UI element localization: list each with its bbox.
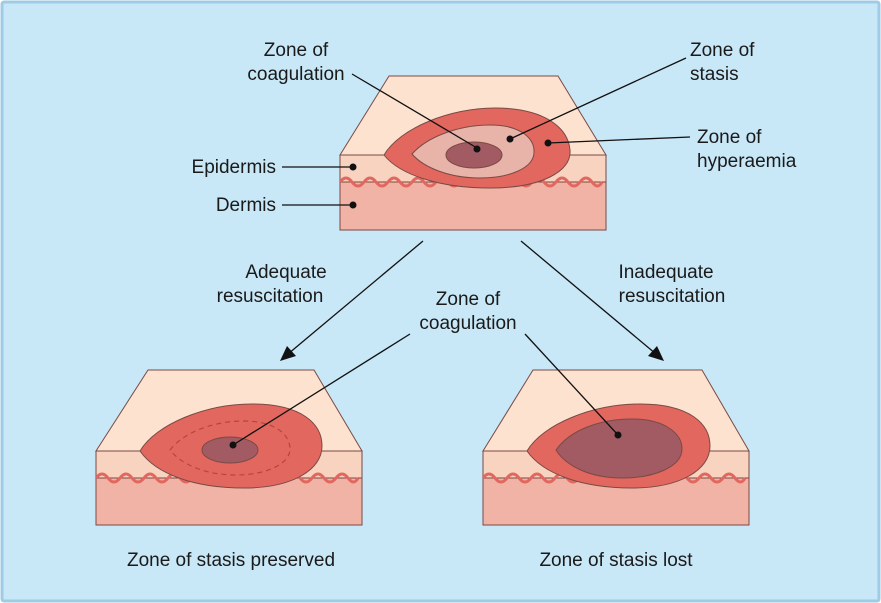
caption-stasis-lost: Zone of stasis lost bbox=[539, 550, 693, 571]
bottom-left-skin-block bbox=[94, 333, 411, 526]
label-zone-stasis-2: stasis bbox=[690, 64, 739, 85]
arrow-adequate bbox=[287, 240, 424, 355]
label-epidermis: Epidermis bbox=[192, 157, 276, 178]
right-zone-coagulation-expanded bbox=[555, 418, 683, 479]
resuscitation-arrows: Adequate resuscitation Inadequate resusc… bbox=[217, 240, 726, 361]
label-dermis: Dermis bbox=[216, 195, 276, 216]
arrow-adequate-head bbox=[280, 346, 296, 361]
left-zone-stasis-dashed bbox=[169, 420, 291, 476]
label-zone-coagulation-bottom-1: Zone of bbox=[436, 289, 501, 310]
top-zone-coagulation bbox=[445, 141, 503, 169]
label-adequate-2: resuscitation bbox=[217, 286, 324, 307]
label-zone-coagulation-bottom-2: coagulation bbox=[419, 313, 516, 334]
label-adequate-1: Adequate bbox=[245, 262, 326, 283]
label-inadequate-1: Inadequate bbox=[618, 262, 713, 283]
bottom-right-skin-block bbox=[481, 333, 750, 526]
caption-stasis-preserved: Zone of stasis preserved bbox=[127, 550, 335, 571]
label-zone-hyperaemia-1: Zone of bbox=[697, 127, 762, 148]
left-zone-coagulation bbox=[201, 436, 259, 464]
arrow-inadequate bbox=[520, 240, 657, 355]
label-zone-hyperaemia-2: hyperaemia bbox=[697, 151, 797, 172]
top-labels: Zone of coagulation Zone of stasis Zone … bbox=[192, 40, 797, 216]
top-block-dermis bbox=[339, 181, 607, 231]
label-zone-stasis-1: Zone of bbox=[690, 40, 755, 61]
top-skin-block bbox=[338, 75, 607, 231]
label-zone-coagulation-top-1: Zone of bbox=[264, 40, 329, 61]
label-inadequate-2: resuscitation bbox=[619, 286, 726, 307]
label-zone-coagulation-top-2: coagulation bbox=[247, 64, 344, 85]
arrow-inadequate-head bbox=[648, 346, 664, 361]
